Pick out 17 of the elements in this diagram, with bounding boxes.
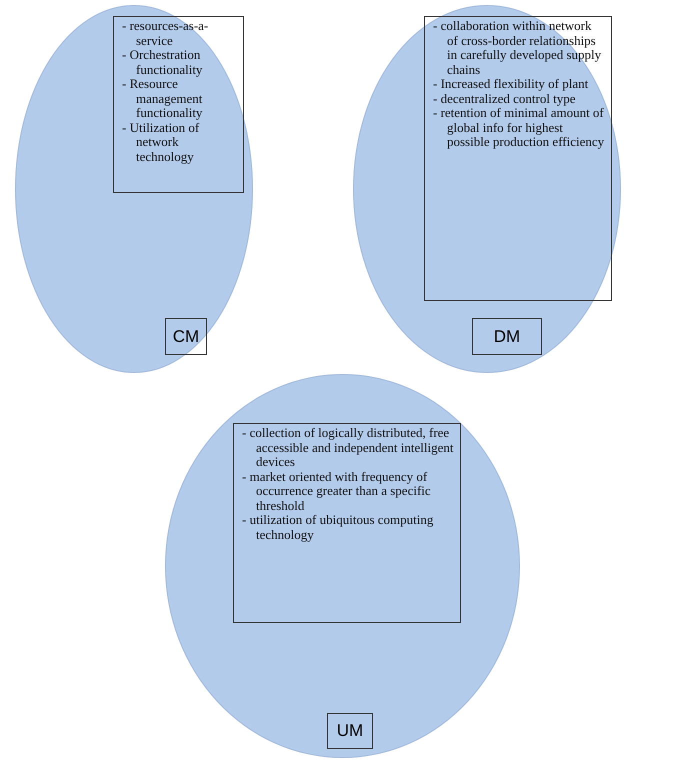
bullet-item: - Utilization of network technology [122,120,200,164]
bullet-item: - collection of logically distributed, free accessible and independent intelligent devices [242,426,454,470]
bullet-item: - Resource management functionality [122,77,204,120]
bullet-item: - utilization of ubiquitous computing technology [242,513,434,542]
bullet-item: - Orchestration functionality [122,48,204,77]
label-box: CM [165,318,207,355]
bullet-item: - retention of minimal amount of global info for highest possible production efficiency [433,106,605,150]
label-box: UM [327,713,373,749]
bullet-item: - Increased flexibility of plant [433,77,590,92]
bullet-item: - collaboration within network of cross-border relationships in carefully developed supply chains [433,19,602,77]
bullet-item: - decentralized control type [433,92,576,106]
bullet-list-box [113,16,244,193]
bullet-item: - market oriented with frequency of occurrence greater than a specific threshold [242,470,432,513]
bullet-list-box [233,423,461,623]
bullet-item: - resources-as-a-service [122,19,210,48]
label-box: DM [472,318,542,355]
bullet-list-box [424,16,612,301]
